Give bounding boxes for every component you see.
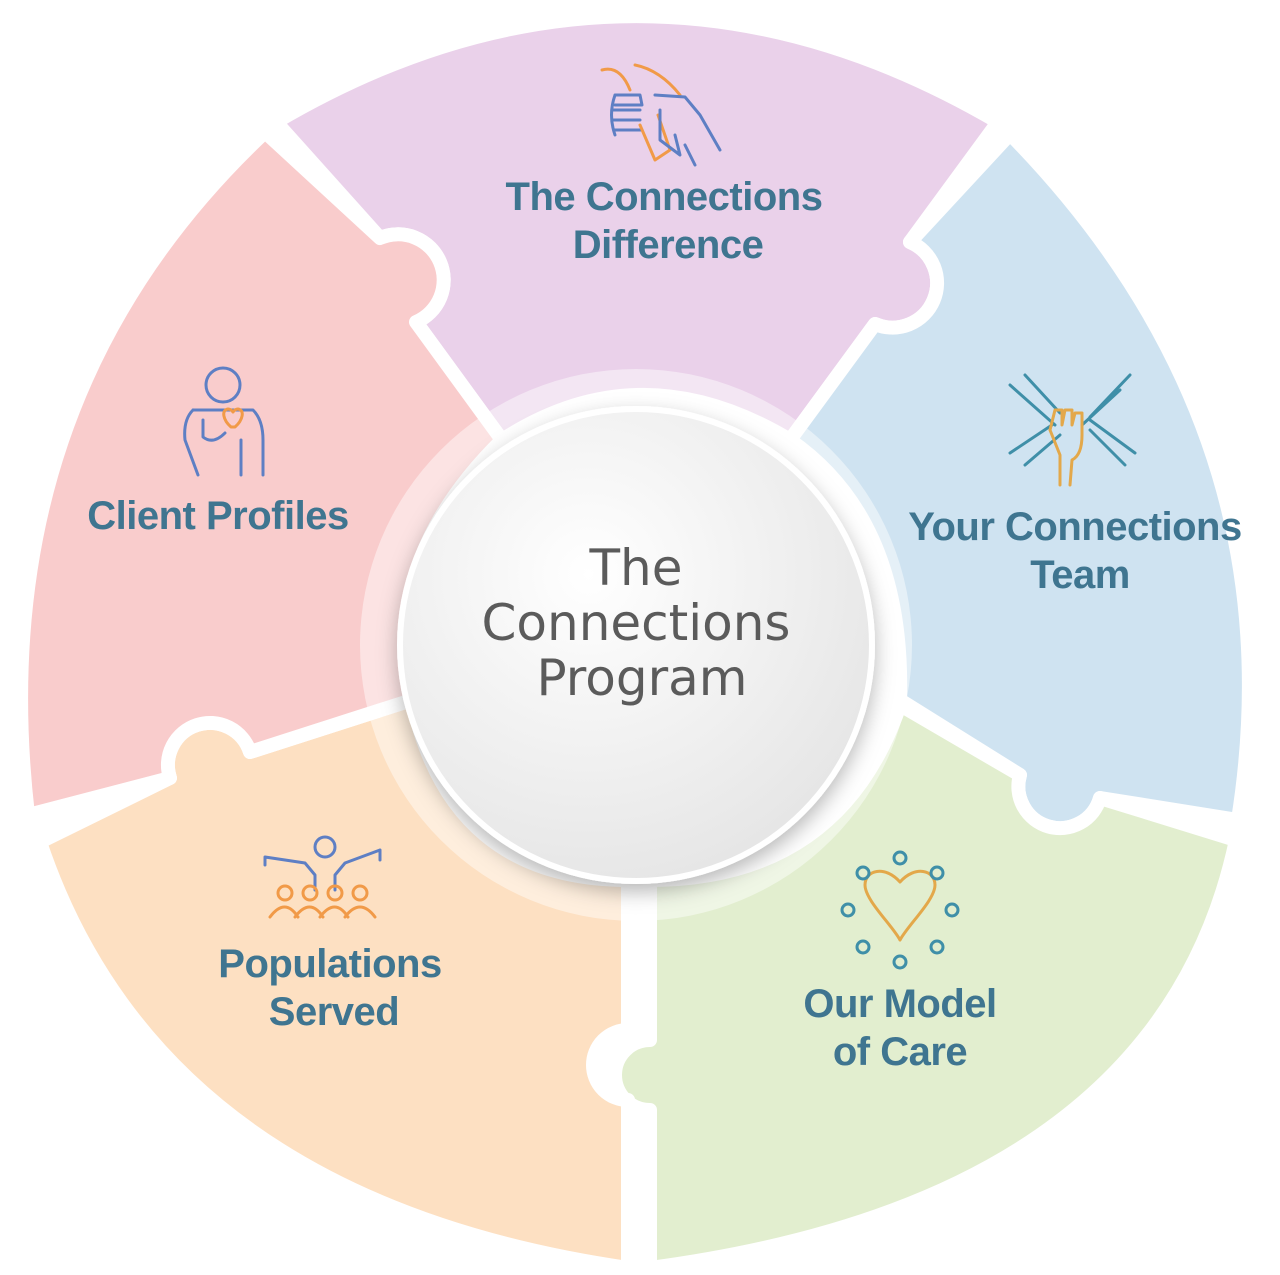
group-icon: [263, 835, 382, 919]
person-heart-icon: [183, 366, 265, 477]
label-connections-difference-line-2: Difference: [573, 223, 764, 267]
label-connections-team-line-2: Team: [1030, 553, 1130, 597]
center-button[interactable]: [397, 406, 875, 884]
handshake-icon: [600, 63, 722, 167]
label-client-profiles: Client Profiles: [87, 494, 348, 538]
label-connections-difference-line-1: The Connections: [506, 175, 823, 219]
label-populations-served-line-1: Populations: [218, 942, 441, 986]
heart-circle-icon: [840, 850, 960, 970]
segment-model-of-care[interactable]: [608, 698, 1243, 1275]
center-title-line-1: The: [589, 539, 683, 597]
label-model-of-care-line-2: of Care: [833, 1030, 967, 1074]
label-model-of-care-line-1: Our Model: [803, 982, 996, 1026]
label-connections-team-line-1: Your Connections: [908, 505, 1241, 549]
center-title-line-3: Program: [537, 649, 748, 707]
label-populations-served-line-2: Served: [269, 990, 399, 1034]
team-hands-icon: [1008, 373, 1137, 487]
center-title-line-2: Connections: [482, 594, 791, 652]
